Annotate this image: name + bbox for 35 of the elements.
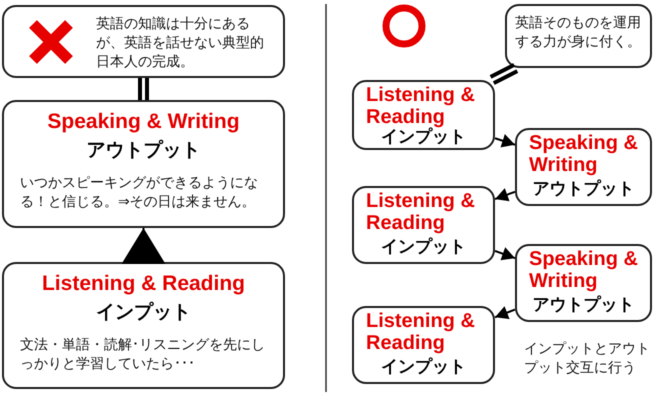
rounded-box [352,80,495,150]
subheading-text: アウトプット [532,180,636,199]
rounded-box [515,244,652,322]
body-text: 英語の知識は十分にあるが、英語を話せない典型的日本人の完成。 [96,15,265,72]
heading-text: Listening & Reading [366,310,476,354]
arrow [494,134,516,148]
rounded-box [2,100,285,228]
body-text: 文法・単語・読解･リスニングを先にしっかりと学習していたら･･･ [20,336,266,374]
rounded-box [2,5,285,78]
rounded-box [515,128,652,206]
subheading-text: インプット [381,128,467,147]
rounded-box [352,306,495,384]
body-text: 英語そのものを運用する力が身に付く。 [515,14,642,52]
heading-text: Listening & Reading [366,190,476,234]
rounded-box [505,4,652,68]
subheading-text: アウトプット [86,140,202,161]
subheading-text: インプット [95,302,192,323]
heading-text: Listening & Reading [40,272,246,296]
note-text: インプットとアウトプット交互に行う [524,340,651,378]
subheading-text: インプット [380,358,467,377]
subheading-text: アウトプット [532,296,636,315]
heading-text: Speaking & Writing [529,132,639,176]
heading-text: Speaking & Writing [46,110,241,134]
rounded-box [2,262,285,389]
subheading-text: インプット [380,238,467,257]
heading-text: Listening & Reading [366,84,476,128]
arrow [122,228,166,264]
heading-text: Speaking & Writing [529,248,639,292]
rounded-box [352,186,495,264]
arrow [494,306,516,320]
arrow [494,188,516,202]
body-text: いつかスピーキングができるようになる！と信じる。⇒その日は来ません。 [20,174,259,212]
arrow [494,247,516,260]
equals-connector [138,76,149,102]
equals-connector [488,62,520,86]
